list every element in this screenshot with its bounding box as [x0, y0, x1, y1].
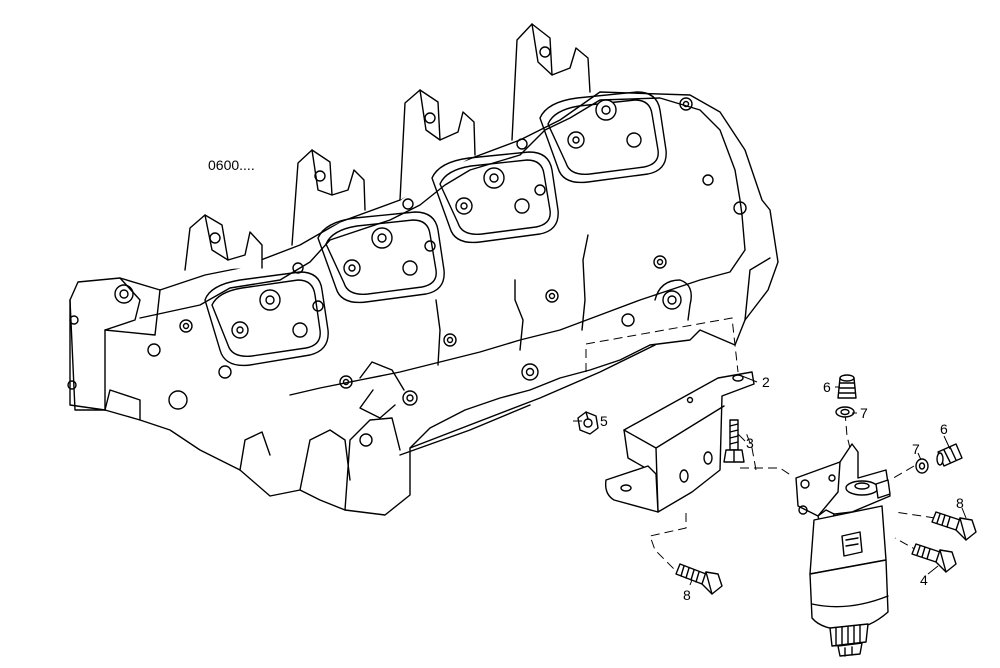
callout-2: 2 — [762, 374, 770, 390]
callout-7-side: 7 — [912, 441, 920, 457]
fitting-6-top — [837, 374, 857, 399]
callout-8-left: 8 — [683, 587, 691, 603]
nut-5 — [577, 411, 599, 435]
leader-lines — [573, 375, 967, 586]
bolt-4 — [911, 543, 957, 573]
callout-3: 3 — [746, 435, 754, 451]
assembly-lines — [585, 317, 936, 573]
fitting-6-side — [936, 443, 963, 467]
callout-7-top: 7 — [860, 405, 868, 421]
bolt-8-right — [931, 511, 977, 541]
callout-5: 5 — [600, 413, 608, 429]
callout-4: 4 — [920, 572, 928, 588]
washer-7-top — [835, 406, 855, 418]
valve-bosses — [231, 99, 642, 339]
mounting-bracket — [604, 371, 755, 513]
callout-6-side: 6 — [940, 421, 948, 437]
fuel-filter — [795, 443, 891, 657]
bolt-holes — [179, 97, 747, 447]
cylinder-head — [67, 23, 779, 516]
bolt-3 — [723, 419, 745, 463]
washer-7-side — [915, 458, 929, 474]
callout-6-top: 6 — [823, 379, 831, 395]
callout-numbers: 2 3 5 6 7 7 6 8 4 8 — [600, 374, 964, 603]
callout-8-right: 8 — [956, 495, 964, 511]
reference-label: 0600.... — [208, 157, 255, 173]
bolt-8-left — [675, 563, 723, 595]
